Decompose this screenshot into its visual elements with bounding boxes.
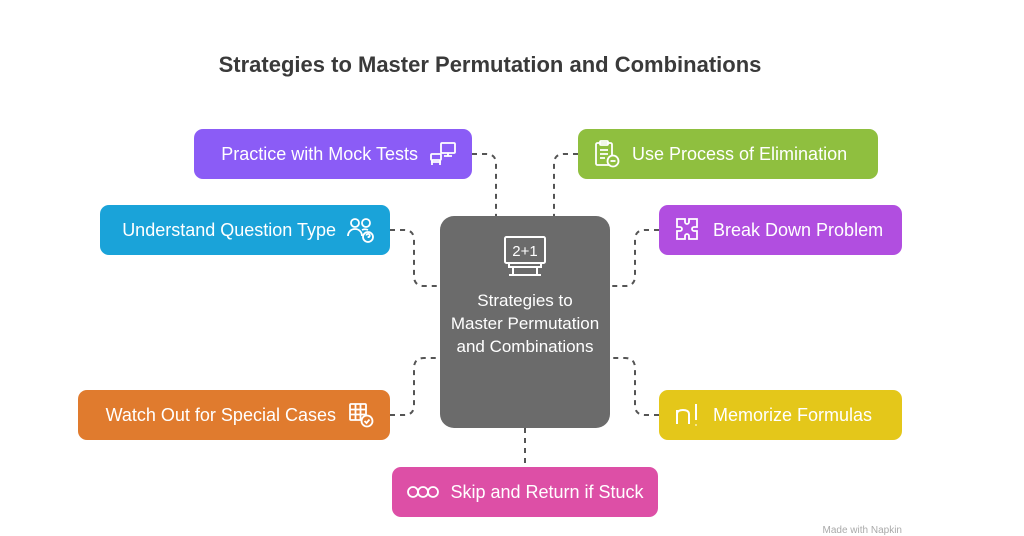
node-understand-question-type: Understand Question Type xyxy=(100,205,390,255)
node-label: Use Process of Elimination xyxy=(632,143,848,164)
equation-board-icon: 2+1 xyxy=(440,234,610,283)
node-label: Practice with Mock Tests xyxy=(221,143,418,164)
connector-mock-tests xyxy=(472,153,497,216)
node-break-down-problem: Break Down Problem xyxy=(659,205,902,255)
clipboard-remove-icon xyxy=(592,139,622,169)
node-skip-return-stuck: Skip and Return if Stuck xyxy=(392,467,658,517)
factorial-icon xyxy=(673,400,703,430)
node-label: Memorize Formulas xyxy=(713,404,873,425)
node-memorize-formulas: Memorize Formulas xyxy=(659,390,902,440)
puzzle-icon xyxy=(673,215,703,245)
node-label: Understand Question Type xyxy=(122,219,336,240)
node-label: Skip and Return if Stuck xyxy=(450,481,644,502)
node-label: Watch Out for Special Cases xyxy=(105,404,336,425)
people-question-icon xyxy=(346,215,376,245)
node-label: Break Down Problem xyxy=(713,219,884,240)
connector-special-cases xyxy=(390,357,440,416)
connector-elimination xyxy=(553,153,578,216)
connector-break-down xyxy=(610,229,659,287)
connector-formulas xyxy=(610,357,659,416)
center-label: Strategies to Master Permutation and Com… xyxy=(450,291,600,356)
grid-check-icon xyxy=(346,400,376,430)
footer-credit: Made with Napkin xyxy=(822,525,902,536)
loop-icon xyxy=(406,477,440,507)
node-process-elimination: Use Process of Elimination xyxy=(578,129,878,179)
computer-desk-icon xyxy=(428,139,458,169)
node-practice-mock-tests: Practice with Mock Tests xyxy=(194,129,472,179)
node-watch-special-cases: Watch Out for Special Cases xyxy=(78,390,390,440)
svg-text:2+1: 2+1 xyxy=(512,243,537,260)
connector-question-type xyxy=(390,229,440,287)
diagram-title: Strategies to Master Permutation and Com… xyxy=(218,52,762,77)
center-hub: 2+1 Strategies to Master Permutation and… xyxy=(440,216,610,428)
